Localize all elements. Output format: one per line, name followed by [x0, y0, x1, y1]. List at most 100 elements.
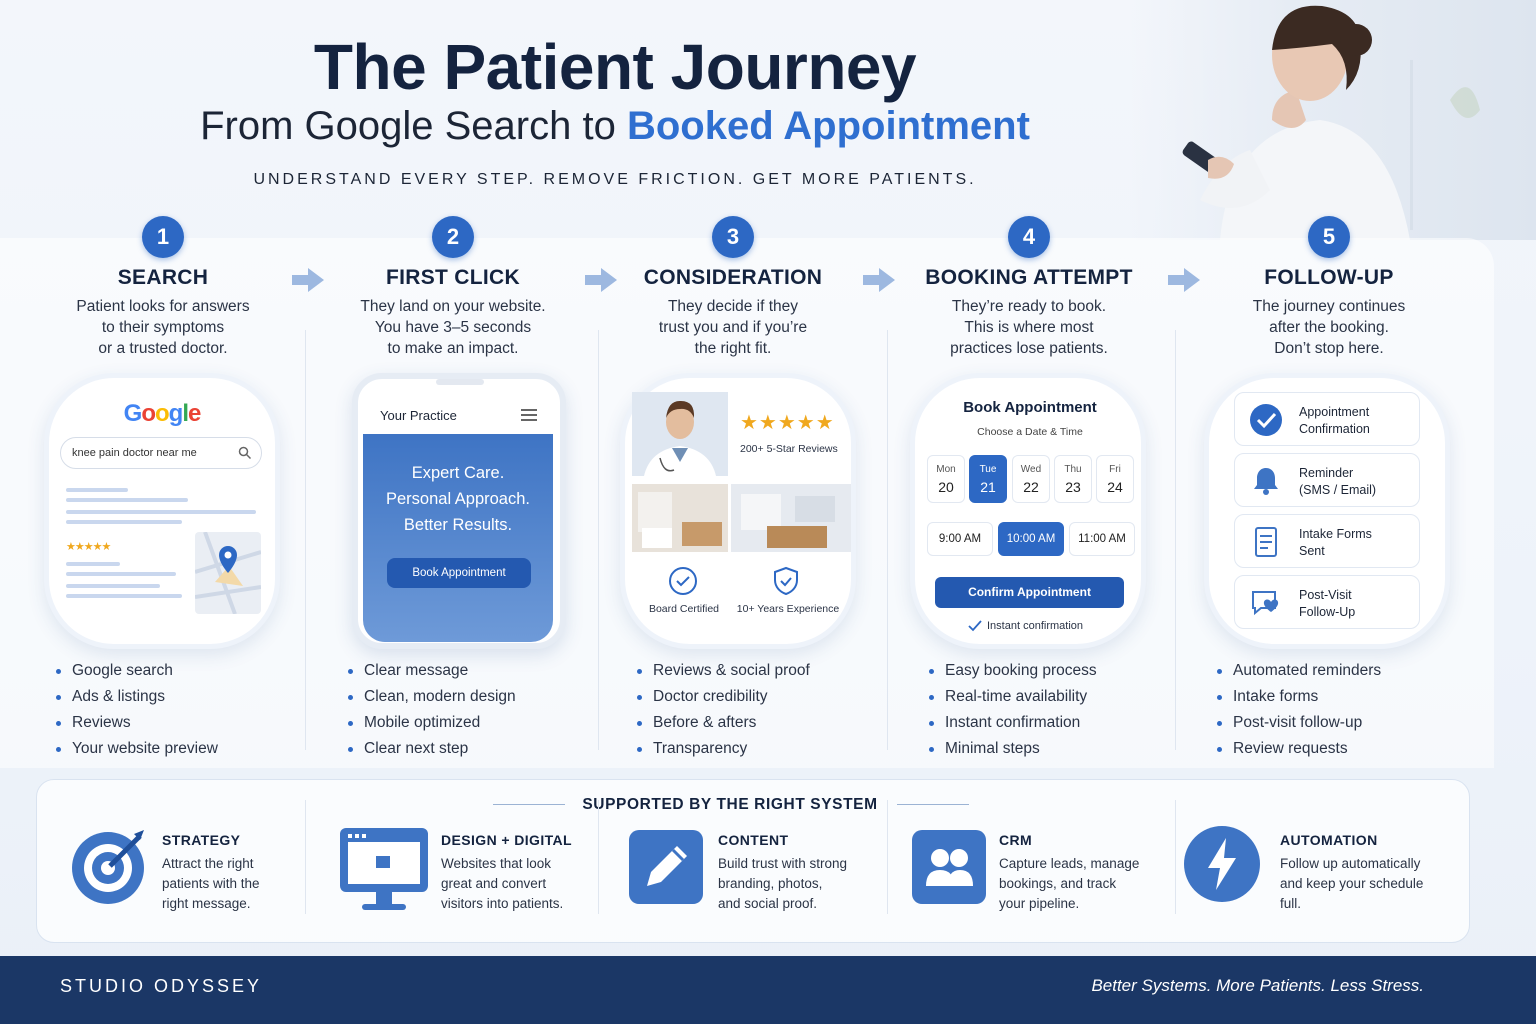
- system-item-title: STRATEGY: [162, 832, 241, 848]
- step-first-click: 2 FIRST CLICK They land on your website.…: [308, 216, 598, 359]
- time-slot-selected[interactable]: 10:00 AM: [998, 522, 1064, 556]
- column-divider: [598, 800, 599, 914]
- lightning-icon: [1184, 826, 1260, 902]
- divider-line: [493, 804, 565, 805]
- step-title: CONSIDERATION: [643, 266, 823, 289]
- list-item: Intake forms: [1215, 684, 1381, 710]
- desc-line: great and convert: [441, 876, 547, 891]
- system-item-title: CRM: [999, 832, 1033, 848]
- clinic-photo: [632, 484, 728, 552]
- column-divider: [598, 330, 599, 750]
- list-item: Google search: [54, 658, 218, 684]
- time-slot[interactable]: 11:00 AM: [1069, 522, 1135, 556]
- confirm-appointment-button[interactable]: Confirm Appointment: [935, 577, 1124, 608]
- desc-line: the right fit.: [694, 340, 772, 357]
- list-item: Your website preview: [54, 736, 218, 762]
- desc-line: your pipeline.: [999, 896, 1080, 911]
- desc-line: Websites that look: [441, 856, 552, 871]
- list-item: Reviews: [54, 710, 218, 736]
- desc-line: or a trusted doctor.: [98, 340, 228, 357]
- time-slot[interactable]: 9:00 AM: [927, 522, 993, 556]
- site-brand[interactable]: Your Practice: [380, 408, 457, 423]
- badge-board-certified: Board Certified: [648, 603, 720, 615]
- map-preview[interactable]: [195, 532, 261, 614]
- day-date: 22: [1023, 479, 1039, 495]
- review-count: 200+ 5-Star Reviews: [740, 443, 838, 455]
- day-of-week: Thu: [1064, 464, 1082, 475]
- arrow-right-icon: [585, 268, 617, 292]
- follow-up-item-reminder: Reminder (SMS / Email): [1234, 453, 1420, 507]
- desc-line: and social proof.: [718, 896, 818, 911]
- label-line: Intake Forms: [1299, 527, 1372, 541]
- desc-line: Build trust with strong: [718, 856, 848, 871]
- desc-line: Attract the right: [162, 856, 254, 871]
- follow-up-label: Reminder (SMS / Email): [1299, 465, 1376, 499]
- list-item: Mobile optimized: [346, 710, 516, 736]
- search-icon: [238, 446, 252, 460]
- monitor-icon: [340, 828, 428, 910]
- list-item: Real-time availability: [927, 684, 1097, 710]
- tagline: UNDERSTAND EVERY STEP. REMOVE FRICTION. …: [253, 171, 977, 188]
- booking-title: Book Appointment: [963, 399, 1097, 416]
- step-number: 2: [432, 216, 474, 258]
- label-line: Follow-Up: [1299, 605, 1356, 619]
- list-item: Instant confirmation: [927, 710, 1097, 736]
- book-appointment-button[interactable]: Book Appointment: [387, 558, 531, 588]
- system-item-title: AUTOMATION: [1280, 832, 1378, 848]
- column-divider: [1175, 800, 1176, 914]
- shield-check-icon: [774, 566, 798, 596]
- system-item-desc: Build trust with strong branding, photos,…: [718, 854, 847, 914]
- result-line: [66, 510, 256, 514]
- result-line: [66, 488, 128, 492]
- certificate-icon: [669, 567, 697, 595]
- footer-brand: STUDIO ODYSSEY: [60, 976, 263, 996]
- result-line: [66, 594, 182, 598]
- desc-line: visitors into patients.: [441, 896, 564, 911]
- list-item: Before & afters: [635, 710, 810, 736]
- list-item: Transparency: [635, 736, 810, 762]
- step-number: 5: [1308, 216, 1350, 258]
- column-divider: [305, 330, 306, 750]
- page-title: The Patient Journey: [313, 31, 917, 103]
- system-item-title: DESIGN + DIGITAL: [441, 832, 572, 848]
- result-line: [66, 562, 120, 566]
- day-date: 24: [1107, 479, 1123, 495]
- column-divider: [887, 800, 888, 914]
- label-line: Reminder: [1299, 466, 1354, 480]
- desc-line: trust you and if you’re: [658, 319, 808, 336]
- desc-line: They land on your website.: [360, 298, 546, 315]
- desc-line: The journey continues: [1252, 298, 1406, 315]
- step-description: They’re ready to book.This is where most…: [884, 296, 1174, 359]
- check-circle-icon: [1250, 404, 1282, 436]
- search-input[interactable]: knee pain doctor near me: [60, 437, 262, 469]
- list-item: Ads & listings: [54, 684, 218, 710]
- desc-line: full.: [1280, 896, 1302, 911]
- system-title: SUPPORTED BY THE RIGHT SYSTEM: [582, 796, 878, 813]
- label-line: (SMS / Email): [1299, 483, 1377, 497]
- site-headline: Expert Care.Personal Approach.Better Res…: [363, 460, 553, 538]
- system-item-desc: Websites that look great and convert visit…: [441, 854, 563, 914]
- label-line: Sent: [1299, 544, 1325, 558]
- hamburger-menu-icon[interactable]: [521, 409, 537, 421]
- target-icon: [72, 830, 144, 904]
- day-of-week: Tue: [979, 464, 997, 475]
- subtitle-highlight: Booked Appointment: [626, 104, 1030, 148]
- desc-line: branding, photos,: [718, 876, 823, 891]
- woman-with-phone-illustration: [1182, 5, 1480, 240]
